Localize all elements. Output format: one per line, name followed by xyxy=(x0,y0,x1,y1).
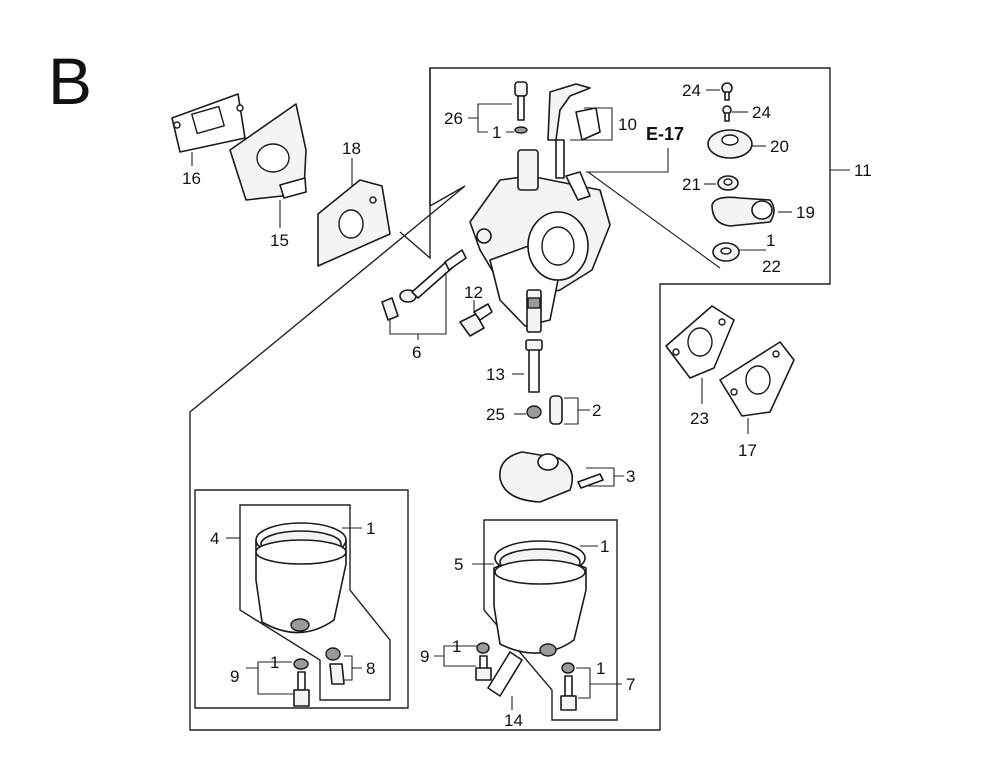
callout-1-right-washer: 1 xyxy=(452,637,461,656)
left-bowl-inner-box xyxy=(239,504,391,701)
part-9-bolt-left xyxy=(293,671,310,707)
callout-20: 20 xyxy=(770,137,789,156)
callout-15: 15 xyxy=(270,231,289,250)
part-10-choke-lever xyxy=(547,83,601,179)
left-bowl-box xyxy=(194,489,409,709)
part-25-main-jet xyxy=(526,405,542,419)
callout-1-right: 1 xyxy=(766,231,775,250)
callout-13: 13 xyxy=(486,365,505,384)
part-16-gasket xyxy=(171,93,246,153)
part-5-float-chamber xyxy=(493,540,587,657)
callout-1-top: 1 xyxy=(492,123,501,142)
callout-16: 16 xyxy=(182,169,201,188)
carburetor-body xyxy=(469,149,611,333)
part-26-screw xyxy=(514,81,528,134)
part-24-screw-lower xyxy=(722,105,732,122)
callout-1-left-top: 1 xyxy=(366,519,375,538)
callout-22: 22 xyxy=(762,257,781,276)
callout-11: 11 xyxy=(854,161,872,180)
part-12-drain-screw xyxy=(459,303,493,337)
callout-1-left-washer: 1 xyxy=(270,653,279,672)
part-18-plate xyxy=(317,179,391,267)
part-1-washer-right-a xyxy=(476,642,490,654)
callout-23: 23 xyxy=(690,409,709,428)
part-14-tube xyxy=(487,651,523,697)
part-7-bolt-right xyxy=(560,675,577,711)
callout-3: 3 xyxy=(626,467,635,486)
right-bowl-box xyxy=(483,519,618,721)
callout-7: 7 xyxy=(626,675,635,694)
part-23-gasket xyxy=(665,305,735,379)
part-2-float-valve xyxy=(549,395,563,425)
part-21-washer xyxy=(717,175,739,191)
callout-4: 4 xyxy=(210,529,219,548)
callout-9-left: 9 xyxy=(230,667,239,686)
leader-lines xyxy=(191,89,850,710)
part-8-drain-screw-left xyxy=(325,647,345,685)
callout-9-right: 9 xyxy=(420,647,429,666)
callout-1-right-top: 1 xyxy=(600,537,609,556)
callout-24-lower: 24 xyxy=(752,103,771,122)
callout-labels: 16 15 18 26 1 10 24 24 20 11 21 19 1 22 … xyxy=(182,81,872,730)
callout-12: 12 xyxy=(464,283,483,302)
callout-21: 21 xyxy=(682,175,701,194)
reference-e17: E-17 xyxy=(646,124,684,144)
callout-10: 10 xyxy=(618,115,637,134)
part-6-pilot-screw xyxy=(381,249,467,321)
part-19-valve xyxy=(711,196,775,227)
outer-assembly-outline xyxy=(189,67,831,731)
callout-6: 6 xyxy=(412,343,421,362)
callout-5: 5 xyxy=(454,555,463,574)
callout-2: 2 xyxy=(592,401,601,420)
outer-assembly-outline-left xyxy=(399,68,431,260)
callout-26: 26 xyxy=(444,109,463,128)
part-1-washer-left xyxy=(293,658,309,670)
part-3-float xyxy=(499,451,604,503)
part-22-seal xyxy=(712,242,740,262)
callout-14: 14 xyxy=(504,711,523,730)
callout-25: 25 xyxy=(486,405,505,424)
part-24-screw-top xyxy=(721,82,733,101)
part-13-emulsion-tube xyxy=(525,339,543,393)
part-9-bolt-right xyxy=(475,655,492,681)
callout-24-top: 24 xyxy=(682,81,701,100)
part-15-insulator xyxy=(229,103,307,201)
callout-19: 19 xyxy=(796,203,815,222)
part-4-float-chamber xyxy=(255,522,347,634)
callout-18: 18 xyxy=(342,139,361,158)
callout-17: 17 xyxy=(738,441,757,460)
part-1-washer-right-b xyxy=(561,662,575,674)
section-label: B xyxy=(48,44,92,118)
callout-8: 8 xyxy=(366,659,375,678)
callout-1-right-bolt: 1 xyxy=(596,659,605,678)
part-20-plate xyxy=(707,129,753,159)
part-17-gasket xyxy=(719,341,795,417)
